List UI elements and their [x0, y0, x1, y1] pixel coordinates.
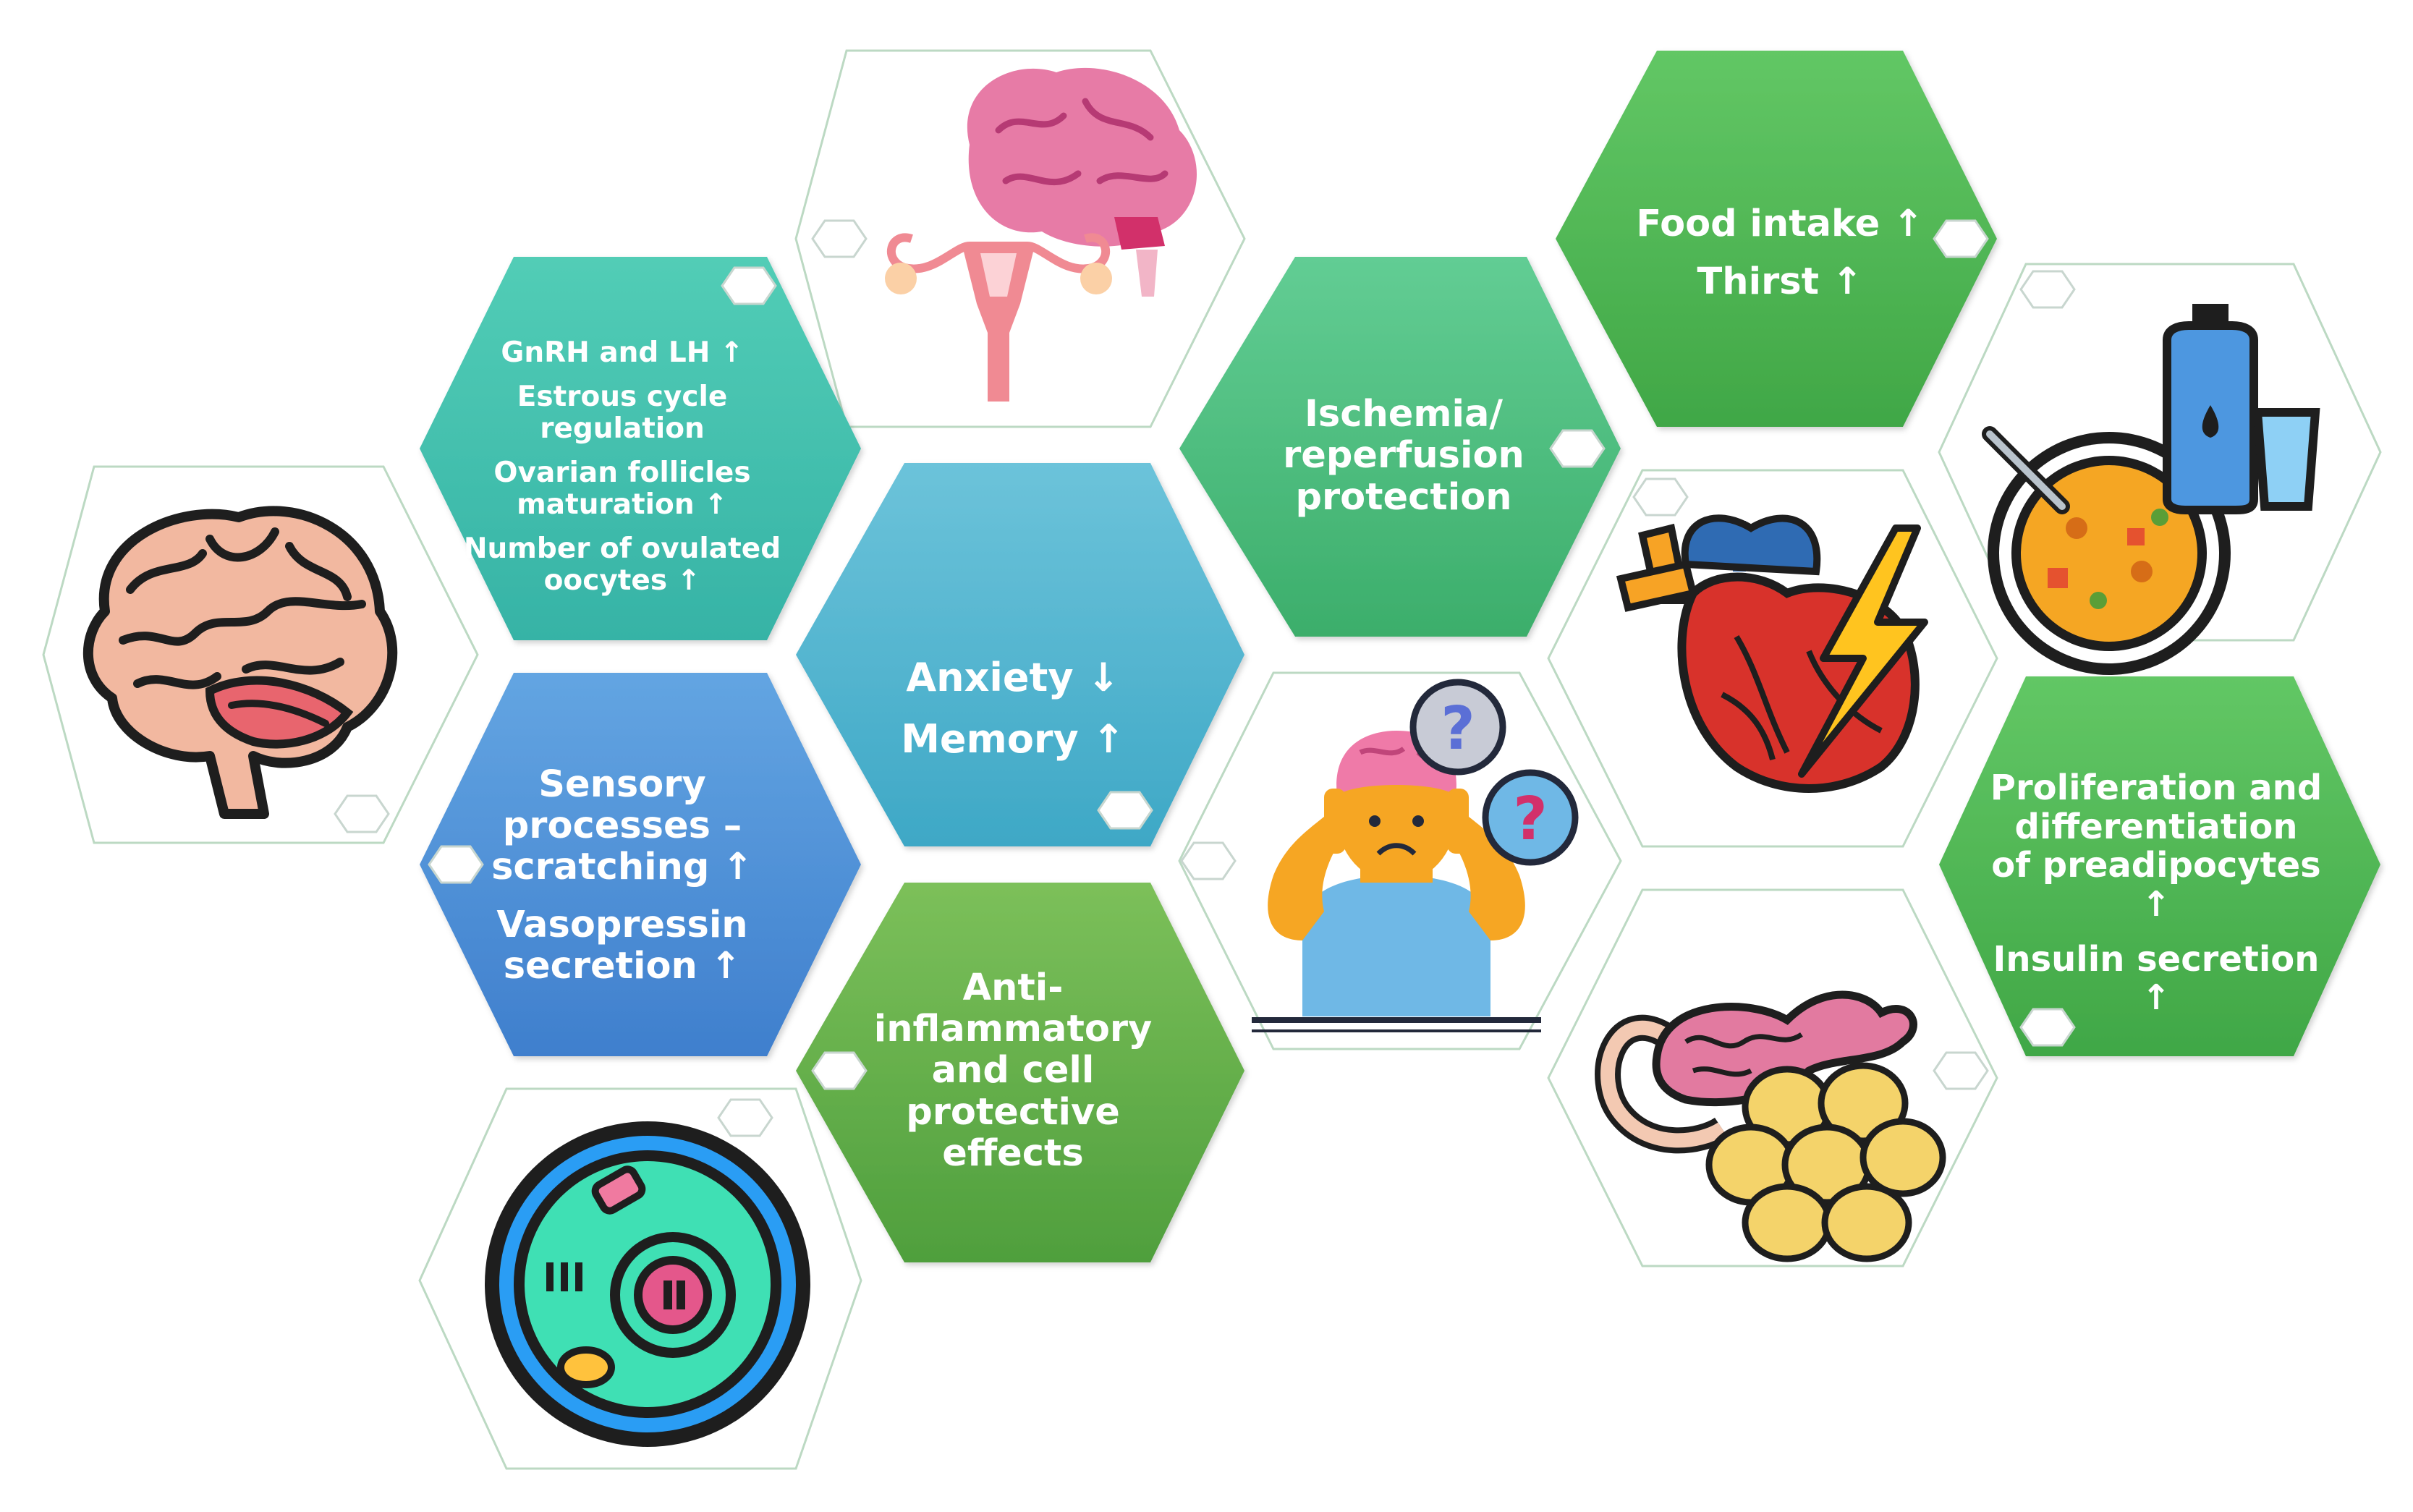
food-thirst-label: Food intake ↑ Thirst ↑ [1592, 145, 1968, 362]
svg-text:?: ? [1513, 785, 1548, 854]
hex-reproduction [420, 257, 861, 640]
colored-hexagons [420, 51, 2380, 1262]
label-line: oocytes ↑ [543, 564, 701, 597]
hex-anxiety [796, 463, 1244, 846]
label-line: Number of ovulated [463, 532, 781, 565]
label-line: Insulin secretion [1993, 938, 2320, 980]
label-line: Vasopressin [496, 904, 748, 947]
label-line: Ovarian follicles [493, 456, 751, 489]
label-line: protective [906, 1090, 1120, 1134]
anxiety-memory-label: Anxiety ↓ Memory ↑ [818, 557, 1208, 861]
hex-ischemia [1179, 257, 1621, 637]
marker-hexagon [811, 219, 868, 258]
pancreas-fat-icon [1595, 990, 1946, 1262]
label-line: protection [1295, 475, 1512, 519]
marker-hexagon [1180, 841, 1237, 880]
marker-hexagon [811, 1051, 868, 1090]
question-bubble-2 [1482, 769, 1579, 866]
marker-hexagon [1632, 477, 1689, 517]
marker-hexagon [1097, 791, 1153, 830]
question-bubble-1 [1409, 679, 1506, 776]
nucleus [610, 1232, 736, 1358]
label-line: Anxiety ↓ [906, 655, 1120, 701]
label-line: effects [942, 1131, 1084, 1175]
label-line: Sensory [538, 763, 706, 806]
label-line: secretion ↑ [503, 945, 742, 988]
marker-hexagon [334, 794, 390, 833]
label-line: Estrous cycle [517, 381, 728, 414]
fat-cells [1705, 1062, 1946, 1262]
label-line: differentiation [2014, 806, 2298, 847]
marker-hexagon [2019, 270, 2076, 309]
label-line: Ischemia/ [1304, 393, 1504, 436]
corner-markers [334, 219, 2076, 1137]
anxious-person-icon: ? ? [1252, 679, 1579, 1032]
lightning-bolt [1798, 524, 1928, 778]
marker-hexagon [1549, 429, 1606, 468]
marker-hexagon [1933, 1051, 1989, 1090]
hex-sensory [420, 673, 861, 1056]
soup-water-icon [1982, 304, 2320, 675]
ovary-right [1080, 263, 1112, 294]
label-line: processes – [502, 804, 742, 847]
label-line: ↑ [2141, 884, 2171, 925]
heart-lightning-icon [1616, 514, 1928, 793]
marker-hexagon [2019, 1008, 2076, 1047]
label-line: and cell [931, 1049, 1095, 1092]
label-line: of preadipocytes [1991, 845, 2321, 886]
svg-text:?: ? [1441, 695, 1475, 763]
label-line: inflammatory [873, 1008, 1153, 1051]
label-line: reperfusion [1283, 434, 1524, 477]
label-line: Thirst ↑ [1697, 260, 1863, 304]
marker-hexagon [428, 845, 484, 884]
label-line: Memory ↑ [901, 716, 1125, 763]
label-line: regulation [540, 412, 705, 445]
hex-inflammation [796, 883, 1244, 1262]
ovary-left [885, 263, 917, 294]
brain-icon [82, 506, 398, 819]
label-line: ↑ [2141, 977, 2171, 1019]
marker-hexagon [721, 266, 777, 305]
marker-hexagon [717, 1098, 773, 1137]
label-line: Anti- [962, 967, 1064, 1010]
label-line: Proliferation and [1990, 767, 2323, 808]
label-line: Food intake ↑ [1636, 203, 1924, 246]
label-line: maturation ↑ [517, 488, 728, 521]
reproductive-brain-icon [885, 67, 1197, 402]
marker-hexagon [1933, 219, 1989, 258]
label-line: scratching ↑ [491, 845, 753, 888]
cell-icon [485, 1121, 810, 1447]
hex-food [1556, 51, 1997, 427]
label-line: GnRH and LH ↑ [501, 336, 744, 369]
hex-proliferation [1939, 676, 2380, 1056]
